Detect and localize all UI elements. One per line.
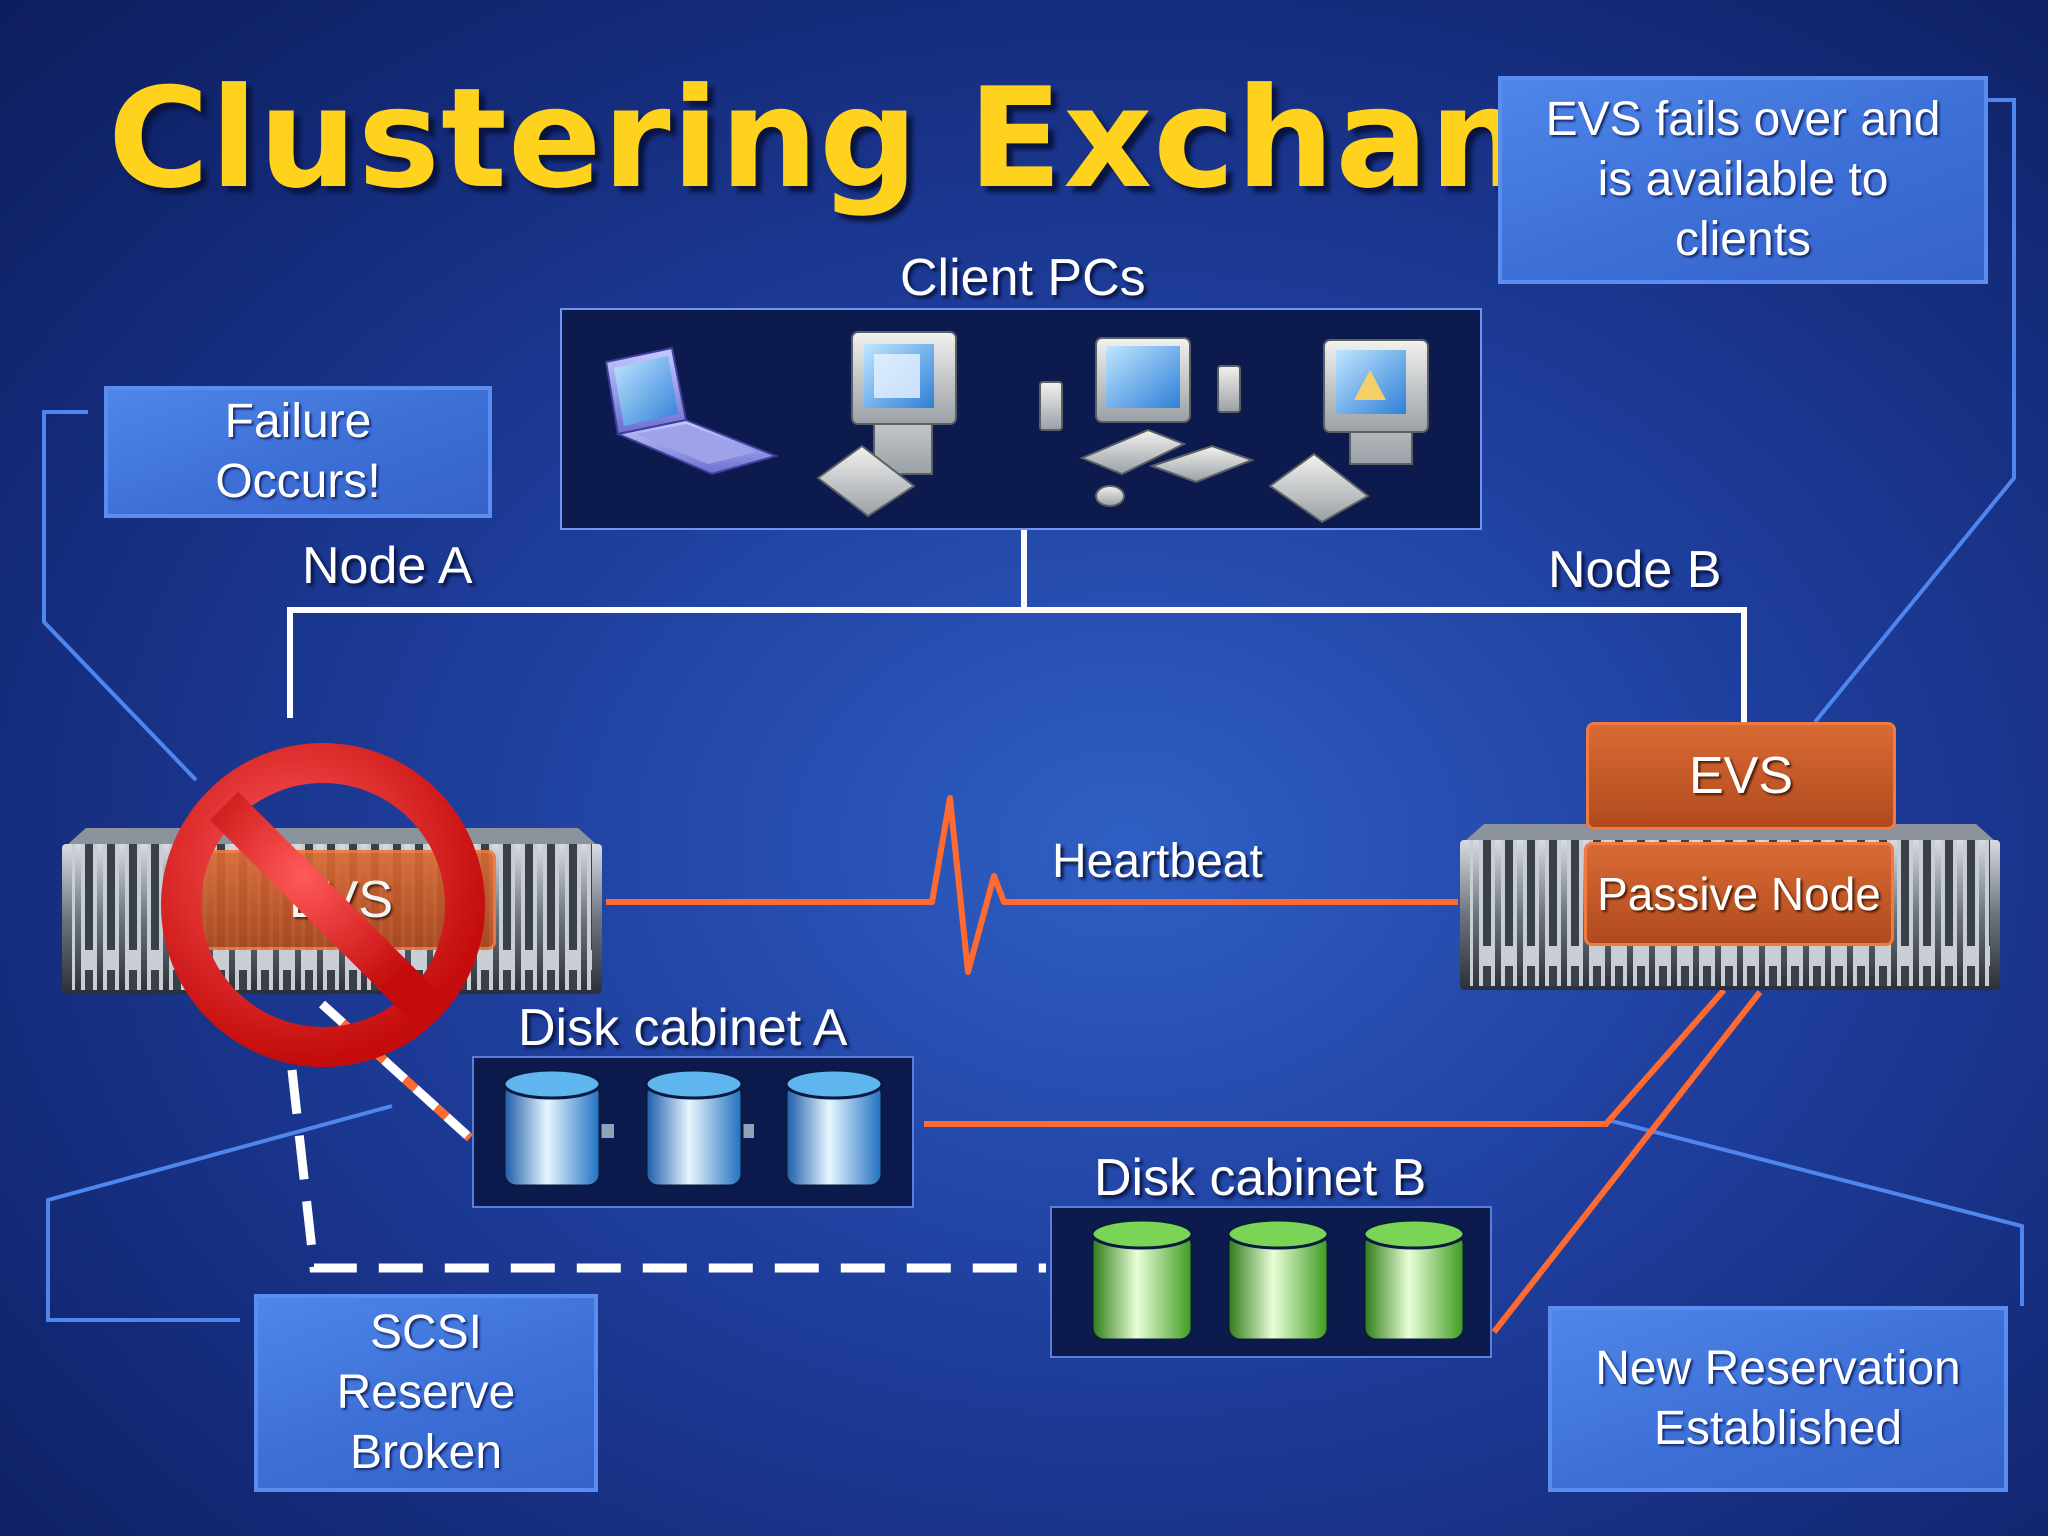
heartbeat-label: Heartbeat (1052, 835, 1263, 888)
node-b-label: Node B (1548, 541, 1722, 599)
disk-icon (1226, 1218, 1330, 1342)
failure-leader-line (42, 410, 198, 782)
node-network-line (287, 607, 1747, 722)
client-pcs-panel (560, 308, 1482, 530)
disk-icon (1362, 1218, 1466, 1342)
failover-leader-line (1813, 98, 2016, 724)
failure-callout: Failure Occurs! (104, 386, 492, 518)
desktop-pc-icon (1268, 339, 1429, 524)
node-b-server: Passive Node (1454, 806, 2006, 996)
heartbeat-line (606, 795, 1458, 975)
broken-scsi-link-a (318, 1000, 474, 1142)
node-b-passive-box: Passive Node (1584, 842, 1894, 946)
scsi-leader-line (46, 1104, 393, 1322)
disk-icon (644, 1068, 744, 1188)
disk-cabinet-b-label: Disk cabinet B (1094, 1149, 1427, 1207)
broken-scsi-link-b (287, 1069, 1046, 1273)
reservation-callout: New Reservation Established (1548, 1306, 2008, 1492)
node-a-label: Node A (302, 537, 473, 595)
node-b-evs-box: EVS (1586, 722, 1896, 830)
laptop-icon (604, 346, 780, 476)
slide-title: Clustering Exchange (108, 58, 1724, 219)
multimedia-pc-icon (1039, 337, 1255, 507)
node-b-to-cabinet-b-line (1491, 990, 1763, 1334)
no-symbol-icon (161, 743, 485, 1067)
client-pcs-label: Client PCs (900, 249, 1146, 307)
disk-icon (1090, 1218, 1194, 1342)
client-pcs-icons (604, 331, 1429, 524)
disk-cabinet-a (472, 1056, 914, 1208)
disk-cabinet-b (1050, 1206, 1492, 1358)
failover-callout: EVS fails over and is available to clien… (1498, 76, 1988, 284)
node-b-to-cabinet-a-line (924, 988, 1727, 1127)
disk-cabinet-a-label: Disk cabinet A (518, 999, 848, 1057)
disk-cabinet-b-disks (1090, 1218, 1466, 1342)
disk-cabinet-a-disks (502, 1068, 884, 1188)
desktop-pc-icon (816, 331, 957, 518)
scsi-callout: SCSI Reserve Broken (254, 1294, 598, 1492)
disk-icon (502, 1068, 602, 1188)
reservation-leader-line (1607, 1118, 2024, 1306)
disk-icon (784, 1068, 884, 1188)
